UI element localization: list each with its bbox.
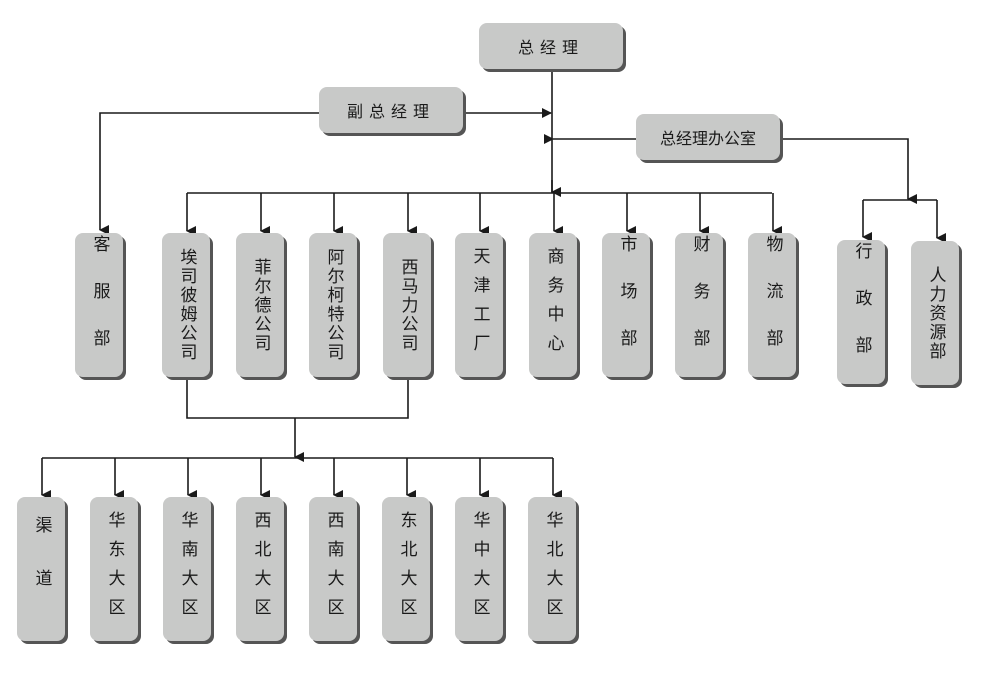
region-label: 华北大区 <box>542 511 563 627</box>
region-label: 华中大区 <box>469 511 490 627</box>
general-manager-label: 总经理 <box>517 38 584 57</box>
node-general-manager: 总经理 <box>479 23 623 69</box>
department-label: 菲尔德公司 <box>250 257 271 353</box>
vice-gm-to-customer-service-line <box>99 112 319 235</box>
department-label: 物流部 <box>762 234 783 376</box>
node-vice-general-manager: 副总经理 <box>319 87 463 133</box>
node-department: 西马力公司 <box>383 233 431 377</box>
node-region: 华东大区 <box>90 497 138 641</box>
node-department: 商务中心 <box>529 233 577 377</box>
node-department: 市场部 <box>602 233 650 377</box>
gm-office-label: 总经理办公室 <box>659 129 756 148</box>
gm-office-to-admin-line <box>782 138 917 204</box>
region-label: 西南大区 <box>323 511 344 627</box>
department-label: 天津工厂 <box>469 247 490 363</box>
node-gm-office: 总经理办公室 <box>636 114 780 160</box>
companies-bracket <box>186 380 409 419</box>
region-label: 西北大区 <box>250 511 271 627</box>
node-customer-service: 客服部 <box>75 233 123 377</box>
node-department: 阿尔柯特公司 <box>309 233 357 377</box>
customer-service-label: 客服部 <box>89 234 110 376</box>
department-label: 埃司彼姆公司 <box>176 248 197 362</box>
node-hr-department: 人力资源部 <box>911 241 959 385</box>
admin-department-label: 行政部 <box>851 241 872 383</box>
node-department: 菲尔德公司 <box>236 233 284 377</box>
region-label: 华南大区 <box>177 511 198 627</box>
node-department: 天津工厂 <box>455 233 503 377</box>
node-department: 财务部 <box>675 233 723 377</box>
node-region: 东北大区 <box>382 497 430 641</box>
department-label: 西马力公司 <box>397 257 418 353</box>
hr-department-label: 人力资源部 <box>925 265 946 361</box>
region-label: 东北大区 <box>396 511 417 627</box>
vice-general-manager-label: 副总经理 <box>346 102 435 121</box>
node-region: 西北大区 <box>236 497 284 641</box>
region-label: 渠道 <box>31 516 52 622</box>
node-region: 渠道 <box>17 497 65 641</box>
region-label: 华东大区 <box>104 511 125 627</box>
department-label: 财务部 <box>689 234 710 376</box>
department-label: 市场部 <box>616 234 637 376</box>
node-admin-department: 行政部 <box>837 240 885 384</box>
department-label: 商务中心 <box>543 247 564 363</box>
node-department: 埃司彼姆公司 <box>162 233 210 377</box>
node-department: 物流部 <box>748 233 796 377</box>
node-region: 华北大区 <box>528 497 576 641</box>
department-label: 阿尔柯特公司 <box>323 248 344 362</box>
node-region: 西南大区 <box>309 497 357 641</box>
node-region: 华中大区 <box>455 497 503 641</box>
node-region: 华南大区 <box>163 497 211 641</box>
